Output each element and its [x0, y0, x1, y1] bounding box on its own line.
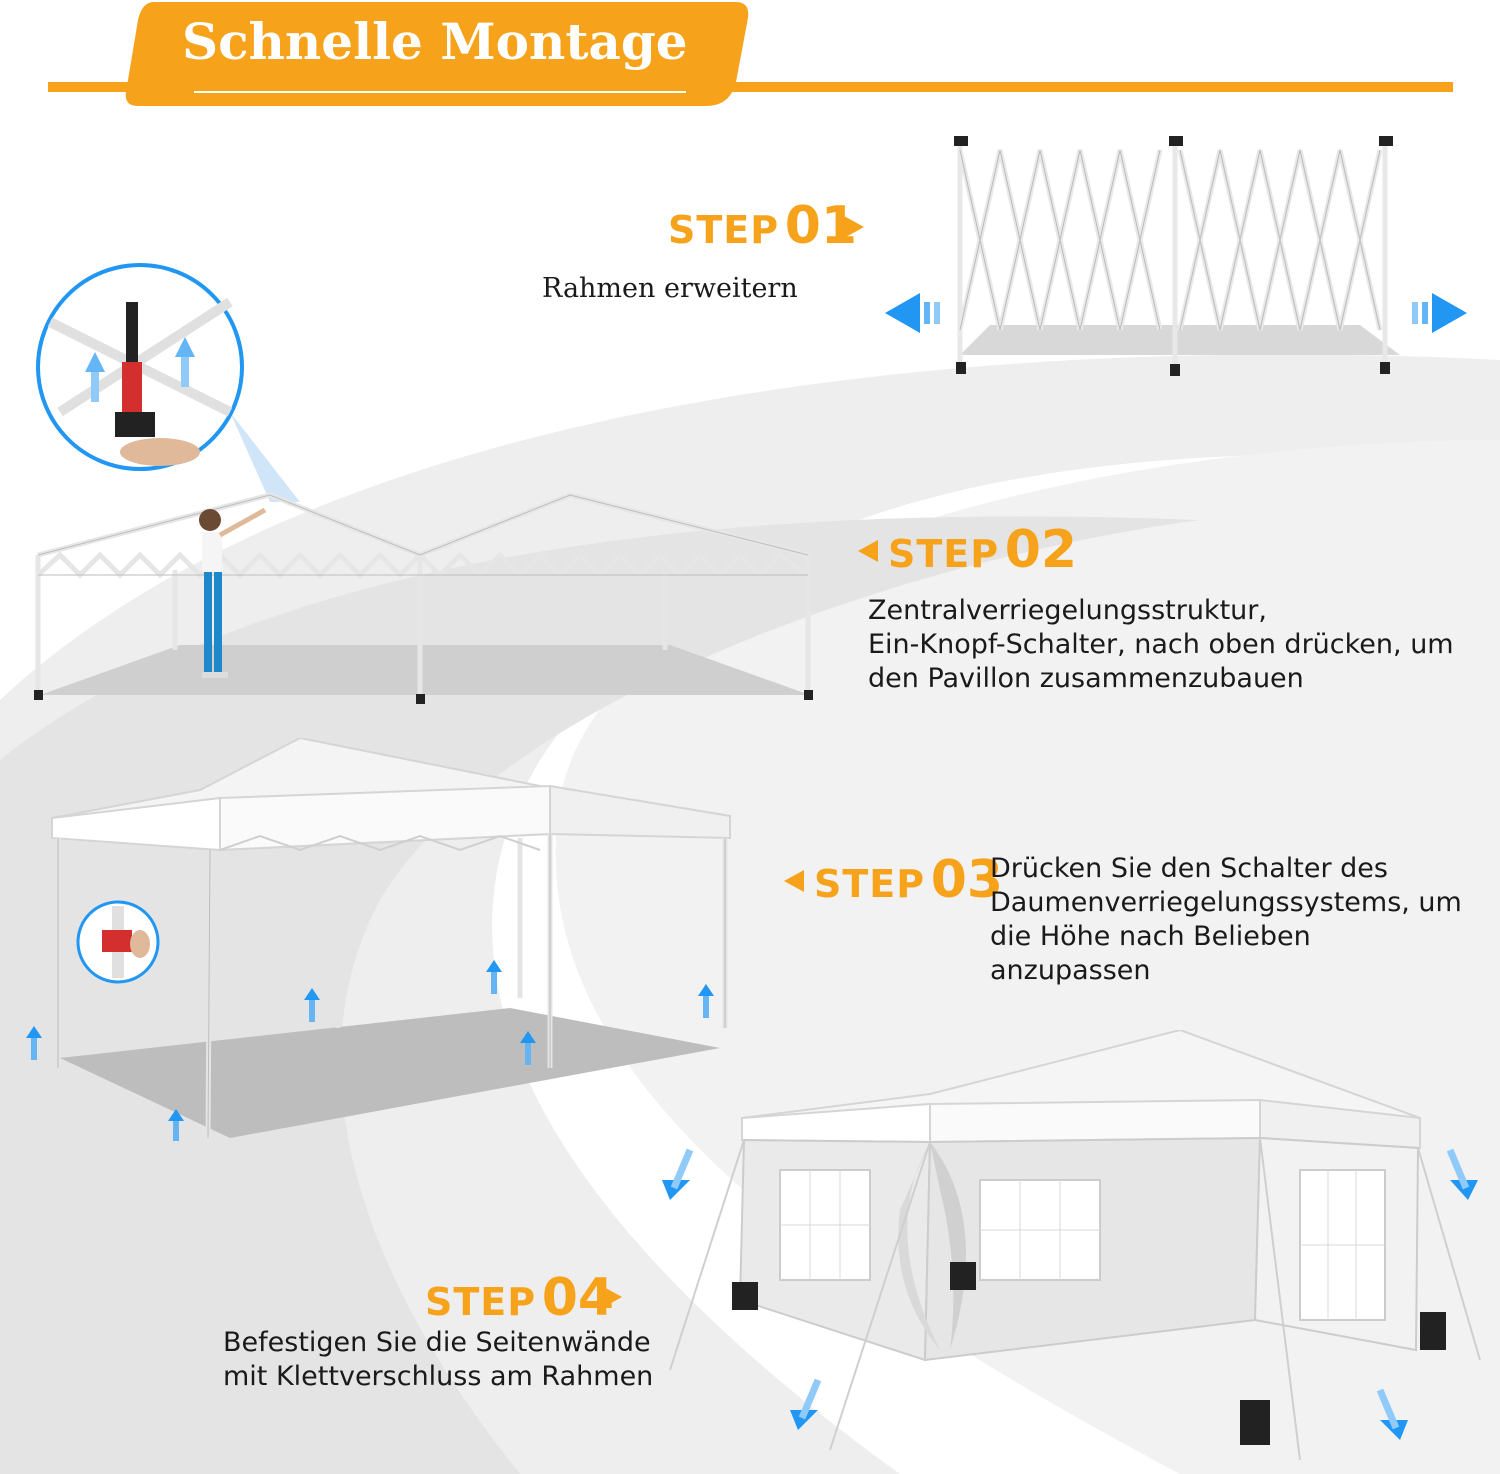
lock-detail-inset	[36, 263, 300, 502]
step-number: 02	[1004, 520, 1078, 580]
folded-frame-image	[885, 136, 1467, 376]
step-02-description: Zentralverriegelungsstruktur, Ein-Knopf-…	[868, 595, 1454, 694]
canopy-image	[26, 738, 731, 1141]
step-03-label: STEP 03	[814, 850, 1003, 910]
arrow-right-icon	[1412, 293, 1467, 333]
step-02-label: STEP 02	[888, 520, 1077, 580]
triangle-left-icon	[784, 870, 804, 892]
step-04-description: Befestigen Sie die Seitenwände mit Klett…	[223, 1327, 654, 1392]
tent-with-walls-image	[662, 1030, 1481, 1461]
page-title: Schnelle Montage	[182, 12, 688, 71]
thumb-lock-inset	[76, 900, 160, 984]
step-03-description: Drücken Sie den Schalter des Daumenverri…	[990, 853, 1462, 986]
up-arrows	[26, 960, 714, 1141]
open-frame-image	[34, 492, 813, 704]
triangle-right-icon	[602, 1286, 622, 1308]
triangle-right-icon	[844, 216, 864, 238]
header-banner	[125, 2, 749, 106]
step-word: STEP	[425, 1280, 537, 1324]
person	[199, 507, 267, 678]
step-01-label: STEP 01	[668, 196, 857, 256]
sandbags	[732, 1262, 1446, 1445]
step-word: STEP	[814, 862, 926, 906]
step-word: STEP	[888, 532, 1000, 576]
arrow-left-icon	[885, 293, 940, 333]
header-rule	[48, 82, 1453, 92]
step-number: 03	[930, 850, 1004, 910]
triangle-left-icon	[858, 540, 878, 562]
step-04-label: STEP 04	[425, 1268, 614, 1328]
step-01-description: Rahmen erweitern	[542, 273, 798, 304]
step-word: STEP	[668, 208, 780, 252]
down-arrows	[662, 1148, 1478, 1440]
